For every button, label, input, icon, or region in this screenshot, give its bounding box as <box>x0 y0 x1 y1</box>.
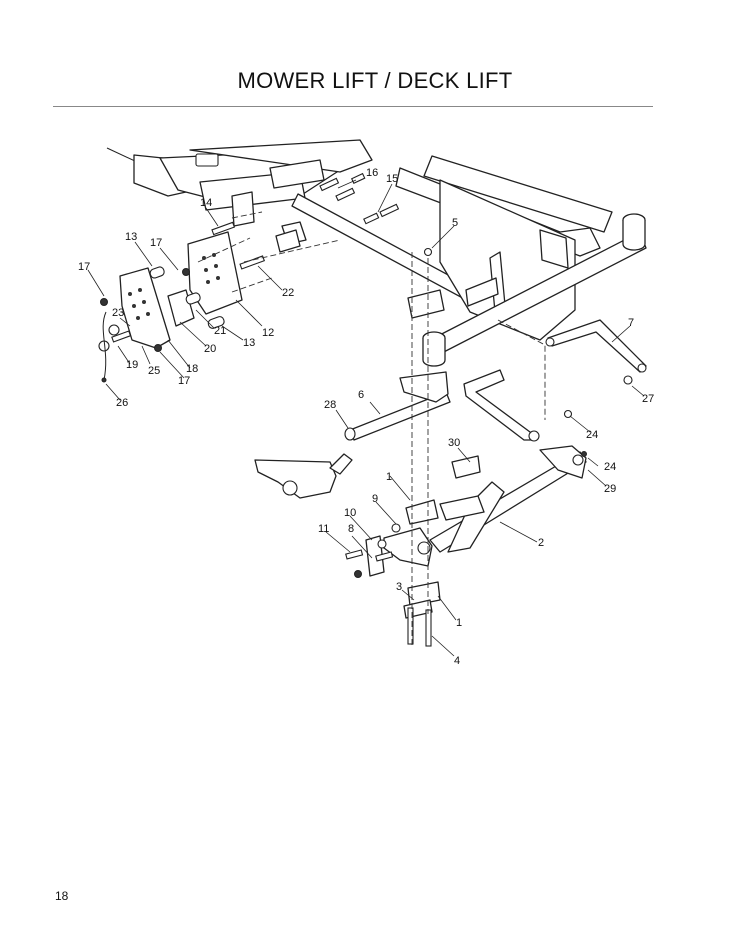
callout-label: 12 <box>262 327 274 339</box>
callout-label: 11 <box>318 523 329 535</box>
callout-label: 25 <box>148 365 160 377</box>
lift-shaft-assembly <box>254 319 647 499</box>
page-title: MOWER LIFT / DECK LIFT <box>237 68 513 93</box>
callout-label: 15 <box>386 173 398 185</box>
callout-label: 26 <box>116 397 128 409</box>
callout-label: 14 <box>200 197 212 209</box>
callout-label: 16 <box>366 167 378 179</box>
callout-label: 19 <box>126 359 138 371</box>
callout-label: 20 <box>204 343 216 355</box>
callout-label: 7 <box>628 317 634 329</box>
title-divider <box>53 106 653 107</box>
callout-labels: 1 1 2 3 4 5 6 7 8 9 10 11 12 13 13 14 15… <box>78 167 654 667</box>
callout-label: 23 <box>112 307 124 319</box>
callout-label: 10 <box>344 507 356 519</box>
alignment-lines <box>197 211 546 646</box>
callout-label: 21 <box>214 325 226 337</box>
deck-lift-yoke <box>345 247 587 647</box>
callout-label: 22 <box>282 287 294 299</box>
bolt-group-15 <box>363 203 400 225</box>
callout-label: 3 <box>396 581 402 593</box>
callout-label: 9 <box>372 493 378 505</box>
callout-label: 4 <box>454 655 460 667</box>
callout-label: 13 <box>125 231 137 243</box>
callout-label: 8 <box>348 523 354 535</box>
callout-label: 24 <box>586 429 598 441</box>
callout-label: 1 <box>386 471 392 483</box>
callout-label: 30 <box>448 437 460 449</box>
callout-label: 24 <box>604 461 616 473</box>
callout-label: 6 <box>358 389 364 401</box>
callout-label: 27 <box>642 393 654 405</box>
callout-label: 13 <box>243 337 255 349</box>
callout-label: 5 <box>452 217 458 229</box>
main-frame <box>106 139 647 367</box>
callout-label: 29 <box>604 483 616 495</box>
callout-label: 1 <box>456 617 462 629</box>
callout-label: 28 <box>324 399 336 411</box>
callout-label: 17 <box>150 237 162 249</box>
callout-label: 2 <box>538 537 544 549</box>
callout-label: 17 <box>178 375 190 387</box>
callout-label: 18 <box>186 363 198 375</box>
callout-label: 17 <box>78 261 90 273</box>
page-number: 18 <box>55 889 69 903</box>
left-bracket-assembly <box>98 221 266 383</box>
callout-leaders <box>87 179 645 657</box>
